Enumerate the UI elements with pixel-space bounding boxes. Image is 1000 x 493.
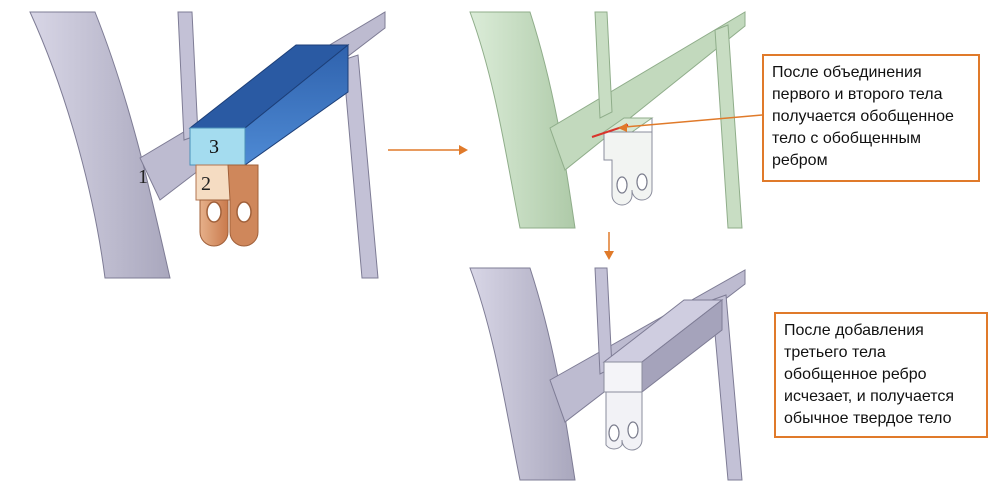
arrow-down xyxy=(604,232,614,260)
frame-final-post-right xyxy=(711,294,743,481)
callout-2-line-2: третьего тела xyxy=(784,344,886,361)
frame-post-right xyxy=(342,54,379,279)
callout-1-line-1: После объединения xyxy=(772,64,922,81)
final-hole-left xyxy=(608,424,620,442)
callout-1-line-4: тело с обобщенным xyxy=(772,130,921,147)
frame-green-body xyxy=(469,11,576,229)
bracket-hole-left xyxy=(206,201,222,223)
callout-2-line-4: исчезает, и получается xyxy=(784,388,955,405)
callout-solid-body: После добавления третьего тела обобщенно… xyxy=(774,312,988,438)
final-bracket-body xyxy=(605,391,643,451)
part-label-1: 1 xyxy=(138,166,148,188)
frame-body-1 xyxy=(29,11,171,279)
final-hole-right xyxy=(627,421,639,439)
frame-green-post-left xyxy=(594,11,613,119)
merged-hole-left xyxy=(616,176,628,194)
callout-merged-bodies: После объединения первого и второго тела… xyxy=(762,54,980,182)
part-label-3: 3 xyxy=(209,136,219,158)
callout-2-line-5: обычное твердое тело xyxy=(784,410,952,427)
part-label-2: 2 xyxy=(201,173,211,195)
callout-1-line-3: получается обобщенное xyxy=(772,108,954,125)
final-beam-front xyxy=(603,361,643,393)
merged-hole-right xyxy=(636,173,648,191)
frame-final-body xyxy=(469,267,576,481)
panel-merged-bodies xyxy=(469,11,746,229)
arrow-right xyxy=(388,145,468,155)
callout-1-line-5: ребром xyxy=(772,152,828,169)
frame-post-left xyxy=(177,11,199,141)
bracket-hole-right xyxy=(236,201,252,223)
frame-green-brace xyxy=(549,11,746,171)
callout-1-leader xyxy=(618,114,763,132)
beam-front-face xyxy=(189,127,246,166)
callout-2-line-1: После добавления xyxy=(784,322,924,339)
panel-solid-body xyxy=(469,267,746,481)
frame-green-post-right xyxy=(714,24,743,229)
callout-2-line-3: обобщенное ребро xyxy=(784,366,927,383)
callout-1-line-2: первого и второго тела xyxy=(772,86,943,103)
panel-separate-bodies: 1 2 3 xyxy=(29,11,386,279)
